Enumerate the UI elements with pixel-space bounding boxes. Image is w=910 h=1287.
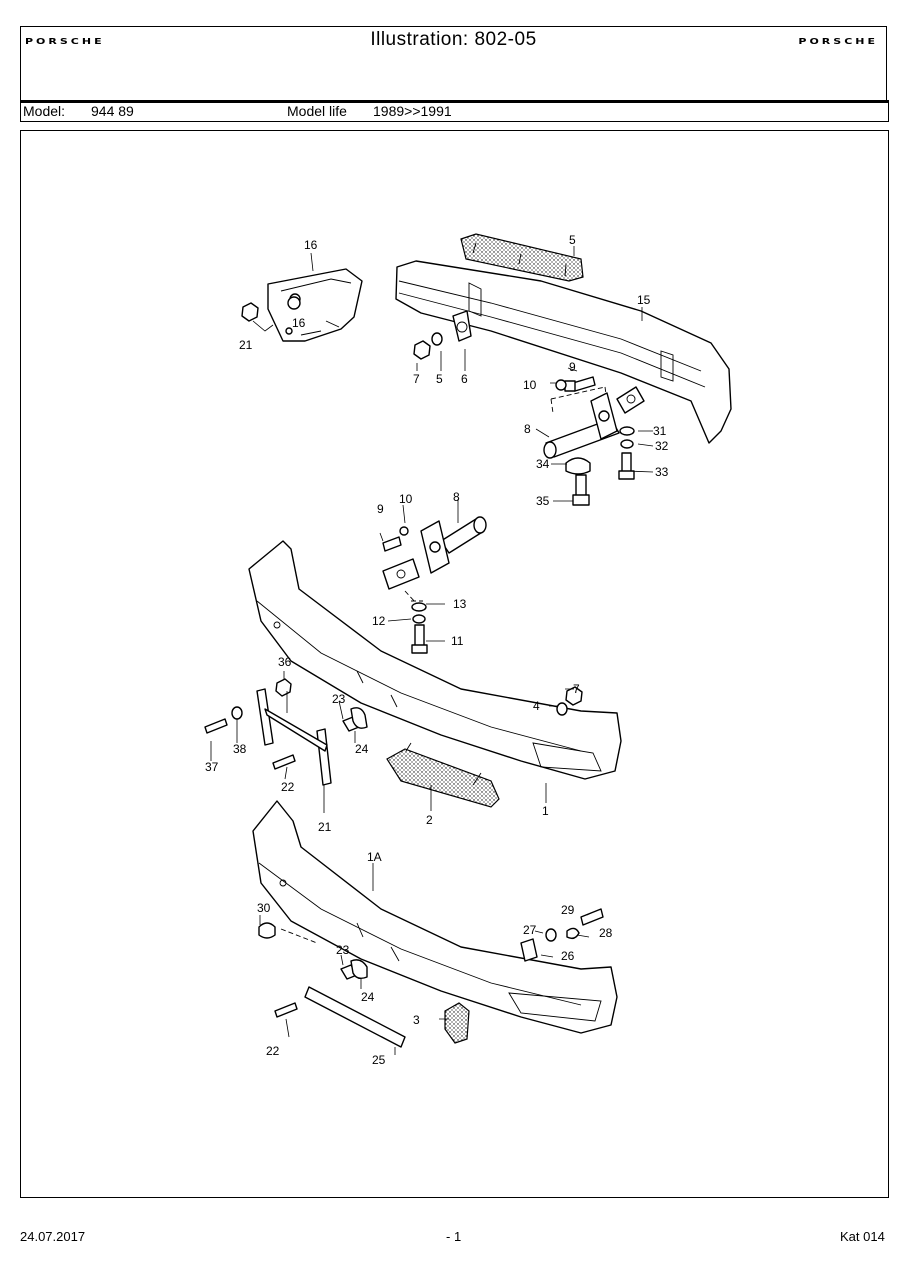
callout-22: 22 xyxy=(281,780,295,794)
header-divider xyxy=(20,100,889,103)
callout-27: 27 xyxy=(523,923,537,937)
porsche-logo-right: PORSCHE xyxy=(798,37,878,47)
part-14-rear-bumper xyxy=(395,260,732,444)
parts-5-6-7-fasteners xyxy=(413,310,472,360)
illustration-frame: 16 5 15 16 21 7 5 6 9 10 8 31 32 33 34 3… xyxy=(20,130,889,1198)
model-life-label: Model life xyxy=(287,103,347,119)
callout-28: 28 xyxy=(599,926,613,940)
part-15-corner-panel xyxy=(267,268,363,342)
callout-33: 33 xyxy=(655,465,669,479)
model-value: 944 89 xyxy=(91,103,134,119)
parts-21-38-brackets xyxy=(204,678,368,786)
model-label: Model: xyxy=(23,103,66,119)
callout-24b: 24 xyxy=(361,990,375,1004)
callout-29: 29 xyxy=(561,903,575,917)
callout-30: 30 xyxy=(257,901,271,915)
callout-12: 12 xyxy=(372,614,386,628)
header-box: PORSCHE Illustration: 802-05 PORSCHE xyxy=(20,26,887,100)
callout-labels: 16 5 15 16 21 7 5 6 9 10 8 31 32 33 34 3… xyxy=(205,233,669,1067)
porsche-logo-left: PORSCHE xyxy=(25,37,105,47)
callout-21: 21 xyxy=(318,820,332,834)
callout-1: 1 xyxy=(542,804,549,818)
footer-page-number: - 1 xyxy=(446,1229,462,1244)
part-1a-front-bumper-alt xyxy=(252,800,618,1034)
callout-8b: 8 xyxy=(453,490,460,504)
footer-date: 24.07.2017 xyxy=(20,1229,86,1244)
callout-10: 10 xyxy=(523,378,537,392)
callout-4: 5 xyxy=(569,233,576,247)
part-16-nut xyxy=(241,296,301,332)
callout-13: 13 xyxy=(453,597,467,611)
exploded-parts-diagram: 16 5 15 16 21 7 5 6 9 10 8 31 32 33 34 3… xyxy=(204,233,732,1067)
callout-23b: 23 xyxy=(336,943,350,957)
illustration-title: Illustration: 802-05 xyxy=(370,29,537,50)
callout-6: 6 xyxy=(461,372,468,386)
part-4-rubber-strip xyxy=(460,233,584,282)
callout-16a: 16 xyxy=(292,316,306,330)
part-1-front-bumper xyxy=(248,540,622,780)
callout-23: 23 xyxy=(332,692,346,706)
callout-7: 7 xyxy=(413,372,420,386)
callout-3: 3 xyxy=(413,1013,420,1027)
callout-11: 11 xyxy=(451,634,464,648)
callout-16b: 21 xyxy=(239,338,253,352)
callout-35: 35 xyxy=(536,494,550,508)
part-8-shock-absorber-lower xyxy=(382,516,487,654)
callout-10b: 10 xyxy=(399,492,413,506)
callout-38: 38 xyxy=(233,742,247,756)
model-life-value: 1989>>1991 xyxy=(373,103,452,119)
callout-31: 31 xyxy=(653,424,667,438)
callout-15: 16 xyxy=(304,238,318,252)
callout-36: 36 xyxy=(278,655,292,669)
callout-9b: 9 xyxy=(377,502,384,516)
callout-8: 8 xyxy=(524,422,531,436)
callout-32: 32 xyxy=(655,439,669,453)
parts-5-7-front-nuts xyxy=(556,686,583,716)
callout-5: 5 xyxy=(436,372,443,386)
callout-22b: 22 xyxy=(266,1044,280,1058)
callout-5b: 4 xyxy=(533,699,540,713)
footer-catalog: Kat 014 xyxy=(840,1229,885,1244)
callout-34: 34 xyxy=(536,457,550,471)
leader-lines xyxy=(210,246,654,1055)
callout-9: 9 xyxy=(569,360,576,374)
callout-24: 24 xyxy=(355,742,369,756)
callout-7b: 7 xyxy=(573,682,580,696)
callout-1a: 1A xyxy=(367,850,382,864)
callout-14: 15 xyxy=(637,293,651,307)
model-row: Model: 944 89 Model life 1989>>1991 xyxy=(20,103,889,122)
parts-3-30-lower-hardware xyxy=(258,908,604,1048)
part-8-shock-absorber-upper xyxy=(543,386,645,459)
callout-25: 25 xyxy=(372,1053,386,1067)
part-2-front-rubber xyxy=(386,742,500,808)
parts-31-35-hardware xyxy=(565,426,635,506)
callout-26: 26 xyxy=(561,949,575,963)
callout-2: 2 xyxy=(426,813,433,827)
callout-37: 37 xyxy=(205,760,219,774)
